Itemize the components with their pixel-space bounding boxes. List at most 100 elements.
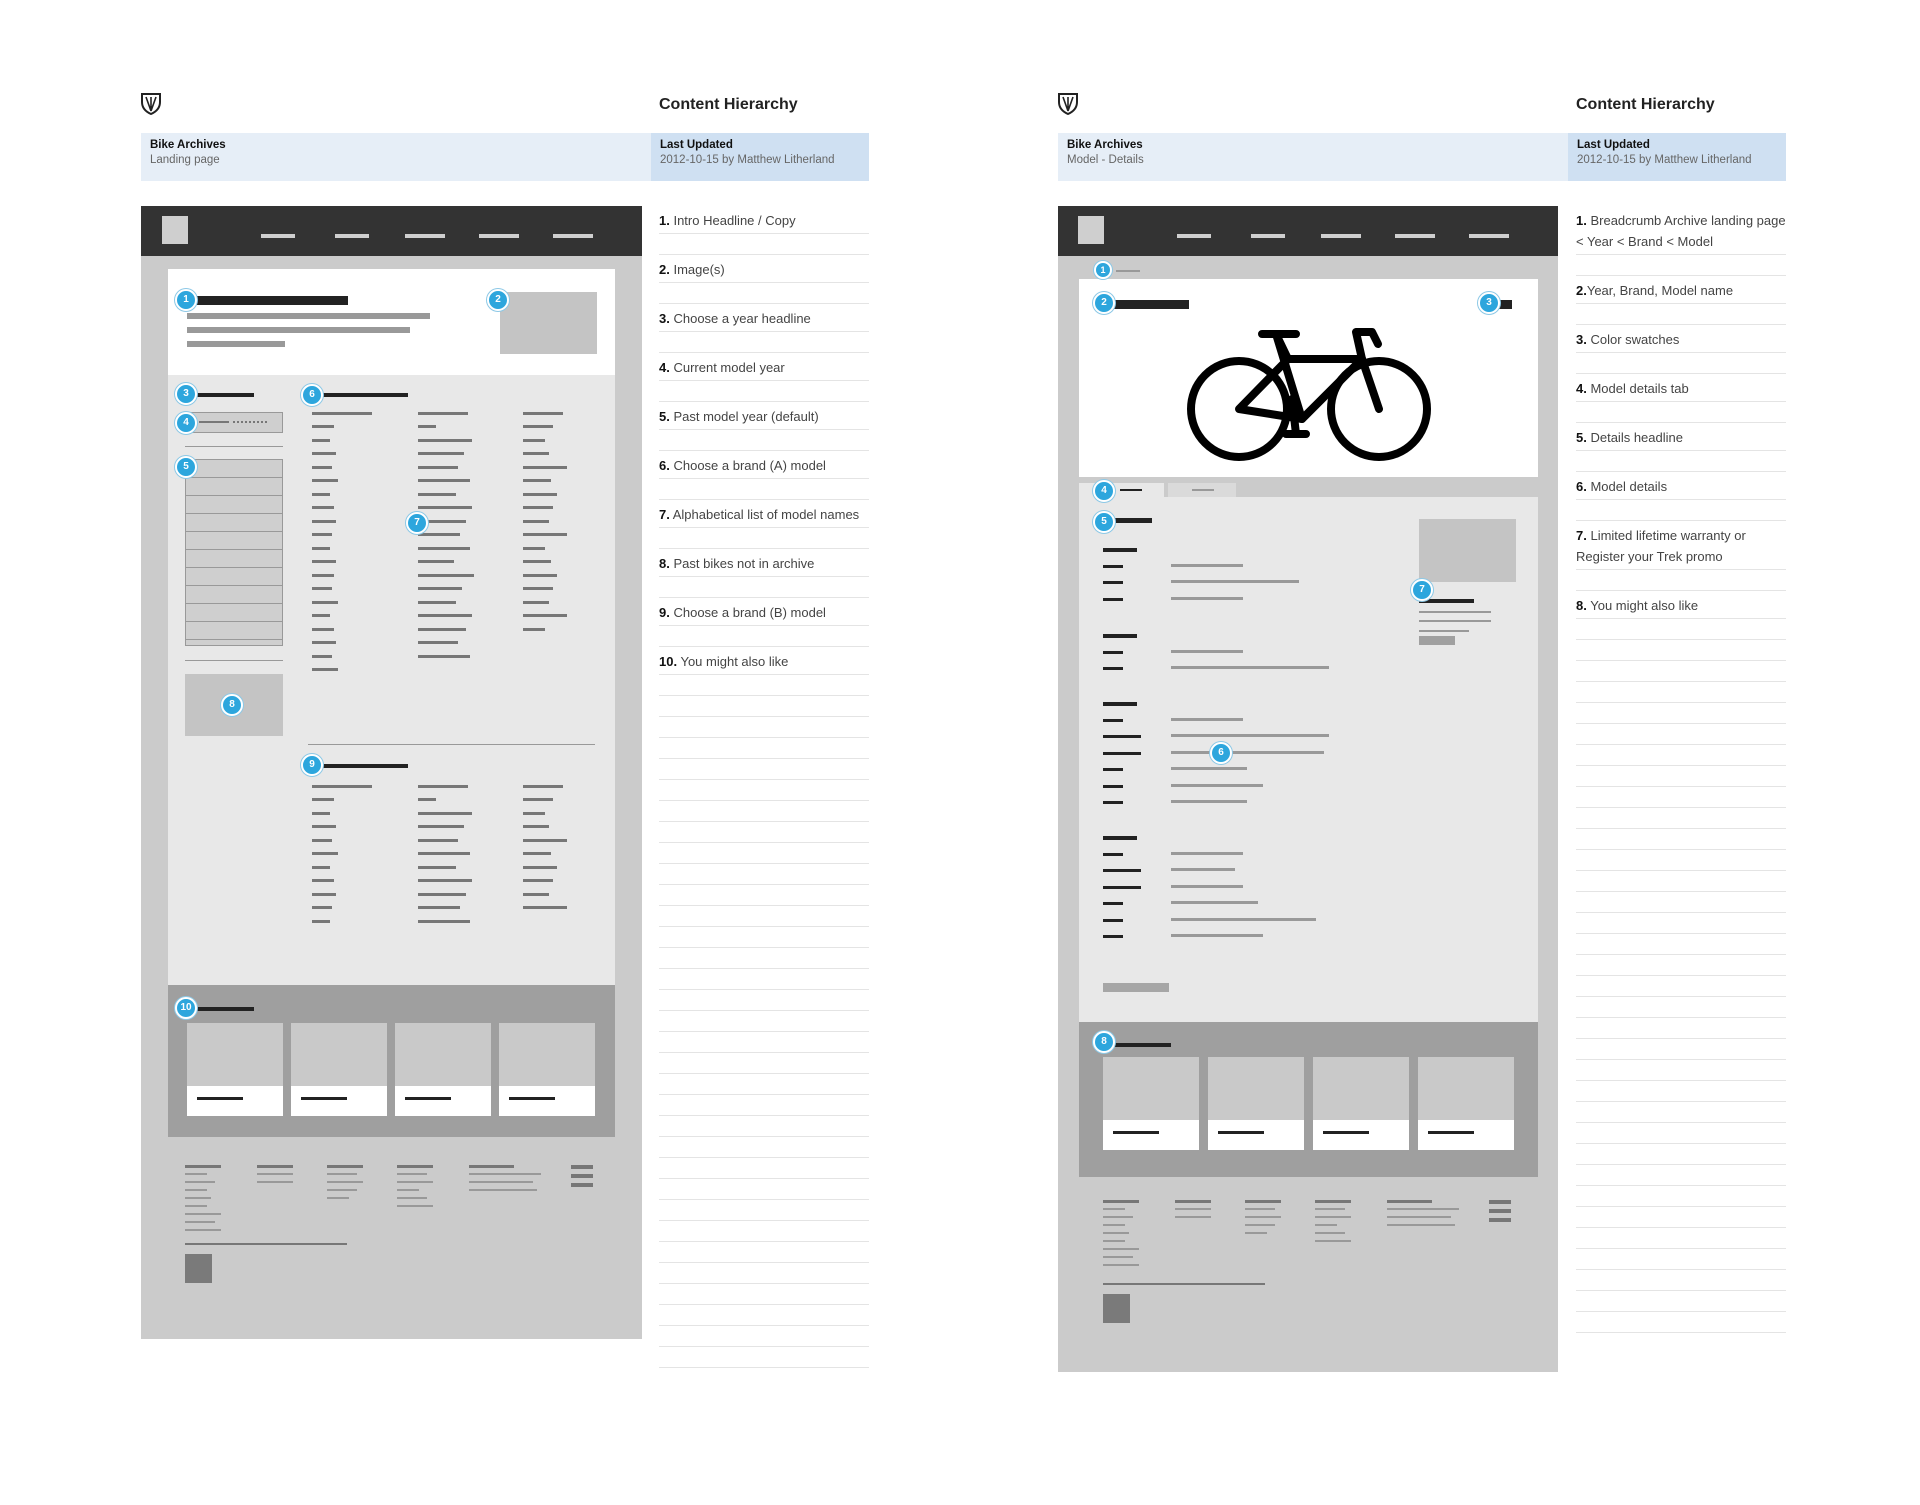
annotation-marker: 5 <box>1093 511 1115 533</box>
legend-ruled-row <box>659 927 869 948</box>
wireframe-text-line <box>1489 1209 1511 1213</box>
legend-item: 6. Choose a brand (A) model <box>659 451 869 479</box>
legend-ruled-row <box>659 1116 869 1137</box>
wireframe-text-line <box>1103 1224 1125 1226</box>
wireframe-text-line <box>312 641 336 644</box>
wireframe-text-line <box>1171 717 1243 721</box>
legend-ruled-row <box>659 696 869 717</box>
legend-ruled-row <box>1576 955 1786 976</box>
wireframe-text-line <box>312 519 336 523</box>
wireframe-text-line <box>312 560 336 563</box>
legend-item: 4. Model details tab <box>1576 374 1786 402</box>
wireframe-nav-item <box>261 234 295 238</box>
wireframe-text-line <box>418 654 470 658</box>
legend-ruled-row <box>659 822 869 843</box>
wireframe-past-years-list <box>185 459 283 646</box>
legend-item: 7. Alphabetical list of model names <box>659 500 869 528</box>
wireframe-text-line <box>469 1181 533 1183</box>
wireframe-text-line <box>1103 1208 1125 1210</box>
wireframe-text-line <box>257 1181 293 1183</box>
legend-item: 6. Model details <box>1576 472 1786 500</box>
wireframe-product-card <box>1103 1057 1199 1150</box>
annotation-marker: 3 <box>175 383 197 405</box>
legend-ruled-row <box>1576 1270 1786 1291</box>
legend-item: 3. Color swatches <box>1576 325 1786 353</box>
legend-ruled-row <box>659 1158 869 1179</box>
wireframe-text-line <box>523 546 545 550</box>
wireframe-text-line <box>312 492 330 496</box>
legend-ruled-row <box>659 1326 869 1347</box>
wireframe-text-line <box>1315 1240 1351 1242</box>
page-type: Model - Details <box>1067 154 1144 166</box>
wireframe-text-line <box>1103 548 1137 552</box>
annotation-marker: 7 <box>406 512 428 534</box>
wireframe-text-line <box>1387 1216 1451 1218</box>
wireframe-text-line <box>1175 1208 1211 1210</box>
annotation-marker: 6 <box>1210 742 1232 764</box>
last-updated-label: Last Updated <box>660 139 733 151</box>
wireframe-text-line <box>418 492 456 496</box>
wireframe-text-line <box>185 1229 221 1231</box>
wireframe-hero-image <box>1079 279 1538 477</box>
wireframe-text-line <box>1387 1200 1432 1203</box>
wireframe-text-line <box>1171 580 1299 583</box>
wireframe-text-line <box>523 892 549 896</box>
legend-ruled-row <box>1576 808 1786 829</box>
wireframe-text-line <box>1245 1216 1281 1218</box>
wireframe-text-line <box>469 1189 537 1191</box>
wireframe-text-line <box>523 533 567 536</box>
legend-ruled-row <box>1576 1186 1786 1207</box>
legend-item: 2.Year, Brand, Model name <box>1576 276 1786 304</box>
annotation-marker: 9 <box>301 754 323 776</box>
wireframe-text-line <box>312 838 332 842</box>
annotation-marker: 2 <box>1093 292 1115 314</box>
legend-ruled-row <box>659 780 869 801</box>
wireframe-text-line <box>523 412 563 415</box>
annotation-marker: 2 <box>487 289 509 311</box>
wireframe-footer-logo <box>1103 1294 1130 1323</box>
legend-ruled-row <box>1576 1123 1786 1144</box>
wireframe-text-line <box>185 1213 221 1215</box>
wireframe-text-line <box>1103 634 1137 638</box>
legend-ruled-row <box>1576 1081 1786 1102</box>
wireframe-nav-logo <box>1078 216 1104 244</box>
wireframe-nav-item <box>1321 234 1361 238</box>
wireframe-text-line <box>418 546 470 550</box>
site-name: Bike Archives <box>150 139 226 151</box>
legend-ruled-row <box>659 675 869 696</box>
sheet-heading: Content Hierarchy <box>659 96 798 113</box>
legend-item: 8. You might also like <box>1576 591 1786 619</box>
wireframe-nav-bar <box>1058 206 1558 256</box>
wireframe-nav-item <box>405 234 445 238</box>
trek-logo-icon <box>141 93 161 115</box>
legend-ruled-row <box>659 738 869 759</box>
legend-ruled-row <box>1576 640 1786 661</box>
wireframe-text-line <box>418 919 470 923</box>
wireframe-text-line <box>1171 563 1243 567</box>
wireframe-text-line <box>523 506 553 509</box>
legend-ruled-row <box>1576 745 1786 766</box>
wireframe-text-line <box>418 785 468 788</box>
wireframe-text-line <box>312 785 372 788</box>
wireframe-text-line <box>1103 836 1137 840</box>
wireframe-text-line <box>1245 1232 1267 1234</box>
wireframe-text-line <box>1489 1218 1511 1222</box>
trek-logo-icon <box>1058 93 1078 115</box>
wireframe-text-line <box>1315 1208 1345 1210</box>
wireframe-text-line <box>1171 750 1324 754</box>
wireframe-text-line <box>1171 901 1258 904</box>
annotation-marker: 4 <box>175 412 197 434</box>
wireframe-text-line <box>1103 852 1123 856</box>
wireframe-text-line <box>312 892 336 896</box>
legend-ruled-row <box>1576 1207 1786 1228</box>
wireframe-text-line <box>327 1173 357 1175</box>
wireframe-text-line <box>185 1221 215 1223</box>
legend-ruled-row <box>659 1053 869 1074</box>
wireframe-text-line <box>418 412 468 415</box>
legend-ruled-row <box>659 717 869 738</box>
wireframe-text-line <box>1171 934 1263 937</box>
wireframe-text-line <box>312 412 372 415</box>
wireframe-text-line <box>1171 783 1263 787</box>
wireframe-text-line <box>523 465 567 469</box>
wireframe-text-line <box>1171 851 1243 855</box>
